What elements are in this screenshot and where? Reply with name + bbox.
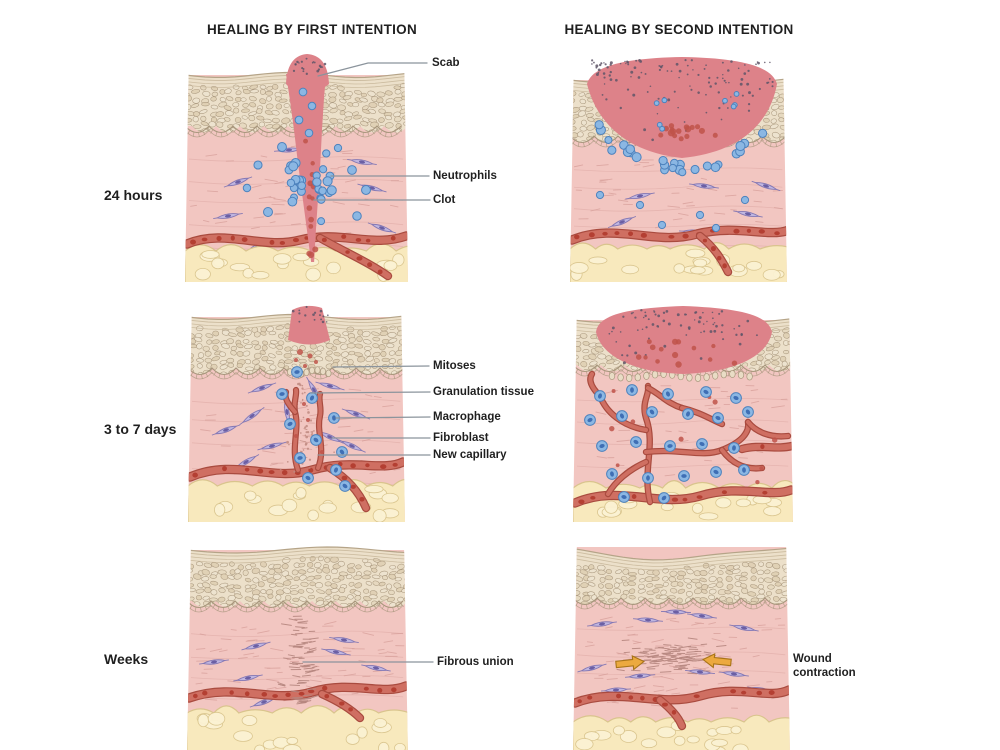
annotation-neutrophils: Neutrophils [433,170,497,182]
annotation-mitoses: Mitoses [433,360,476,372]
annotation-granulation-tissue: Granulation tissue [433,386,534,398]
panel-first-intention-weeks [187,546,408,750]
panel-first-intention-24-hours [185,54,408,282]
annotation-clot: Clot [433,194,456,206]
annotation-fibrous-union: Fibrous union [437,656,514,668]
annotation-macrophage: Macrophage [433,411,501,423]
wound-contraction-arrows [615,652,732,671]
annotation-fibroblast: Fibroblast [433,432,489,444]
annotation-wound-contraction: Wound contraction [793,653,856,679]
panel-first-intention-3-to-7-days [188,305,405,522]
column-header-first-intention: HEALING BY FIRST INTENTION [206,22,418,37]
column-header-second-intention: HEALING BY SECOND INTENTION [564,22,794,37]
row-label-24-hours: 24 hours [104,187,163,203]
annotation-new-capillary: New capillary [433,449,507,461]
leader-lines [302,62,434,663]
panel-second-intention-weeks [573,547,790,750]
row-label-3-to-7-days: 3 to 7 days [104,421,177,437]
panel-second-intention-3-to-7-days [573,306,793,522]
annotation-scab: Scab [432,57,460,69]
panel-second-intention-24-hours [570,57,787,282]
row-label-weeks: Weeks [104,651,149,667]
